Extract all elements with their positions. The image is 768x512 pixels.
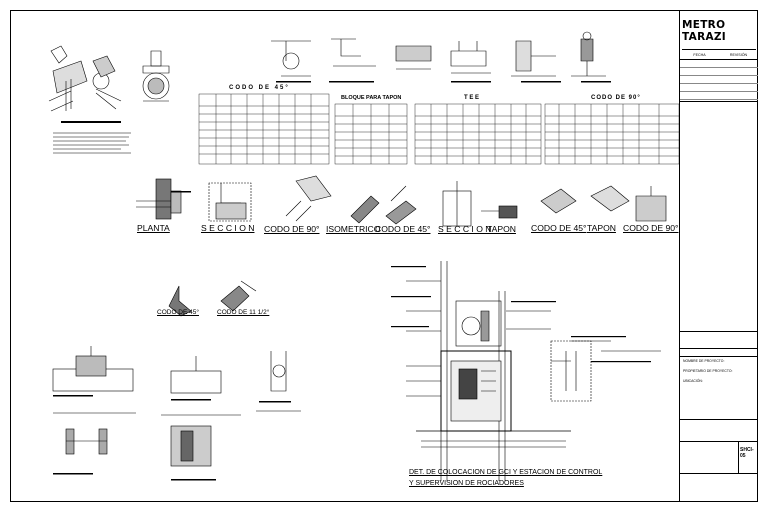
main-detail-title-line1: DET. DE COLOCACION DE GCI Y ESTACION DE … xyxy=(409,469,603,476)
project-name-label: NOMBRE DE PROYECTO: xyxy=(683,359,725,363)
title-codo11: CODO DE 11 1/2° xyxy=(217,309,270,316)
sheet-code: SHCI-05 xyxy=(740,447,754,459)
title-tee: T E E xyxy=(464,95,480,101)
drawing-sheet: CODO DE 45° BLOQUE PARA TAPON T E E CODO… xyxy=(10,10,758,502)
fire-control-station-detail xyxy=(406,261,661,481)
thrust-block-row xyxy=(136,175,667,227)
title-codo90-table: CODO DE 90° xyxy=(591,95,641,101)
rev-header-revision: REVISIÓN xyxy=(729,53,748,57)
drawing-area: CODO DE 45° BLOQUE PARA TAPON T E E CODO… xyxy=(11,11,679,501)
title-tapon-b: TAPON xyxy=(587,223,616,233)
title-block: METRO TARAZI FECHA REVISIÓN NOMBRE DE PR… xyxy=(679,11,758,501)
pipe-supports xyxy=(271,31,606,77)
small-annotations xyxy=(53,81,651,481)
location-label: UBICACIÓN: xyxy=(683,379,703,383)
title-seccion-2: S E C C I O N xyxy=(438,224,492,234)
main-detail-title-line2: Y SUPERVISION DE ROCIADORES xyxy=(409,480,524,487)
thrust-block-tables xyxy=(198,93,679,165)
detail-drawings xyxy=(48,31,679,481)
rev-header-date: FECHA xyxy=(693,53,706,57)
company-logo: METRO TARAZI xyxy=(682,13,756,50)
title-codo45-table: CODO DE 45° xyxy=(229,85,290,91)
stamp-box xyxy=(680,331,758,349)
revision-table: FECHA REVISIÓN xyxy=(680,51,758,102)
notes-lines xyxy=(53,132,131,154)
valve-and-sprinkler-details xyxy=(52,346,301,467)
flow-indicator-detail xyxy=(48,45,170,112)
title-bloque-tapon: BLOQUE PARA TAPON xyxy=(341,95,402,101)
title-codo90: CODO DE 90° xyxy=(264,224,320,234)
title-codo45-small: CODO DE 45° xyxy=(157,309,199,316)
title-isometrico: ISOMETRICO xyxy=(326,224,381,234)
title-codo45-b: CODO DE 45° xyxy=(531,223,587,233)
project-owner-label: PROPIETARIO DE PROYECTO: xyxy=(683,369,733,373)
title-tapon: TAPON xyxy=(487,224,516,234)
title-codo45: CODO DE 45° xyxy=(375,224,431,234)
title-planta: PLANTA xyxy=(137,223,170,233)
small-elbow-details xyxy=(168,280,257,317)
title-seccion: S E C C I O N xyxy=(201,223,255,233)
title-codo90-b: CODO DE 90° xyxy=(623,223,679,233)
